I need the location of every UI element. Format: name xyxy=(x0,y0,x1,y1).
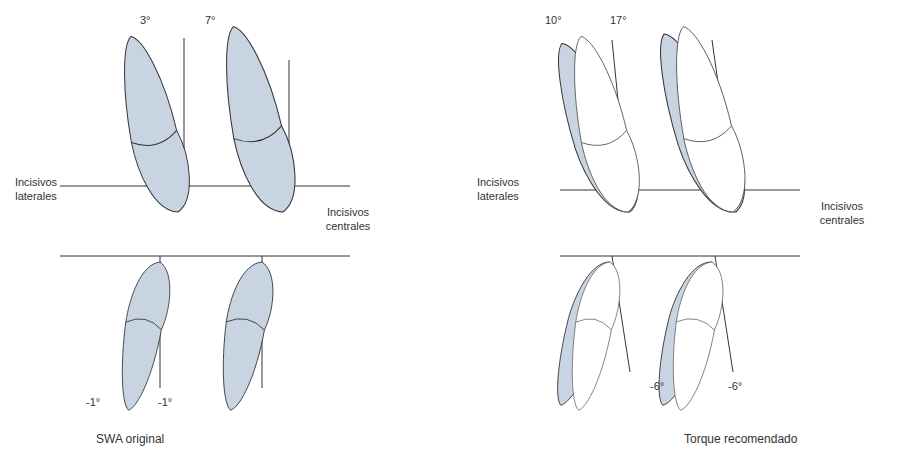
tooth-label: Incisivos laterales xyxy=(470,176,526,204)
panel-caption: SWA original xyxy=(96,432,164,447)
tooth-label: Incisivos centrales xyxy=(812,200,872,228)
angle-value: -1° xyxy=(158,396,172,410)
angle-value: -1° xyxy=(86,396,100,410)
tooth-label: Incisivos laterales xyxy=(8,176,64,204)
panel-caption: Torque recomendado xyxy=(684,432,797,447)
angle-value: -6° xyxy=(728,380,742,394)
angle-value: 3° xyxy=(140,14,151,28)
angle-value: -6° xyxy=(650,380,664,394)
tooth-label: Incisivos centrales xyxy=(318,206,378,234)
angle-value: 17° xyxy=(610,14,627,28)
angle-value: 7° xyxy=(205,14,216,28)
angle-value: 10° xyxy=(545,14,562,28)
